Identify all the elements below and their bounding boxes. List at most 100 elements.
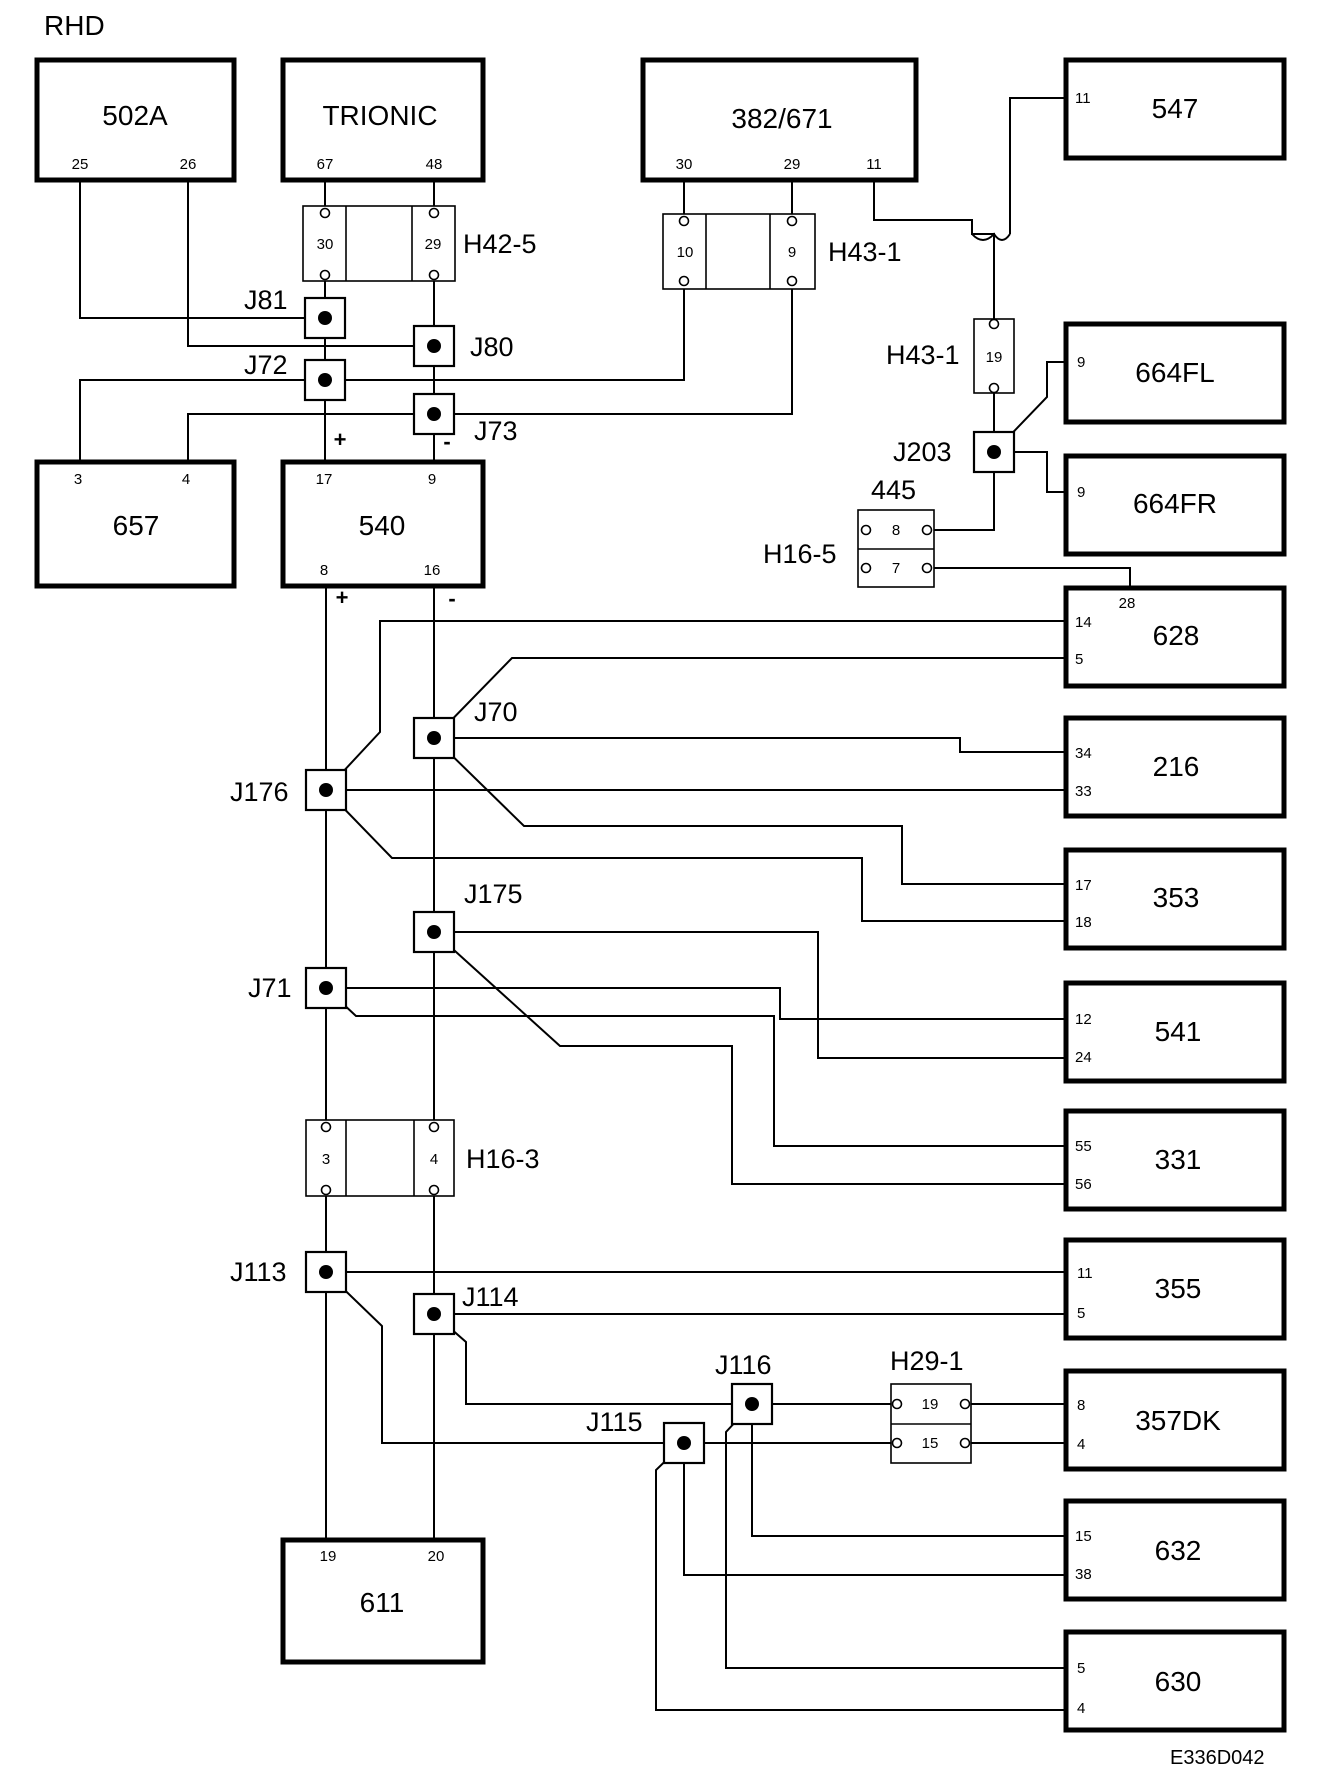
- component-label: 547: [1152, 93, 1199, 124]
- wire-j115-632-38: [683, 1443, 1066, 1576]
- component-label: 357DK: [1135, 1405, 1221, 1436]
- wire-h43-9-j73: [434, 281, 793, 415]
- connector-h16-3: 3 4 H16-3: [305, 1119, 540, 1197]
- junction-j81: J81: [244, 285, 347, 340]
- wire-547-11: [1009, 97, 1066, 234]
- pin-label: 8: [1077, 1397, 1085, 1414]
- wire-j71-541-12: [326, 987, 1066, 1020]
- pin-label: 11: [1077, 1265, 1093, 1282]
- connector-label: H43-1: [886, 340, 960, 370]
- pin-label: 25: [72, 156, 89, 173]
- pin-label: 10: [677, 244, 694, 261]
- component-label: 355: [1155, 1273, 1202, 1304]
- junction-j73: J73: [412, 392, 518, 446]
- junction-label: J175: [464, 879, 523, 909]
- junction-j203: J203: [893, 430, 1016, 474]
- connector-h43-1-top: 10 9 H43-1: [662, 213, 902, 290]
- polarity-minus-540-in: -: [443, 429, 450, 454]
- pin-label: 19: [922, 1396, 939, 1413]
- pin-label: 33: [1075, 783, 1092, 800]
- wire-j175-541-24: [434, 931, 1066, 1059]
- wire-j203-664fr: [994, 451, 1066, 493]
- pin-label: 4: [430, 1151, 438, 1168]
- wire-j70-216-34: [434, 737, 1066, 753]
- pin-label: 7: [892, 560, 900, 577]
- component-label: 353: [1153, 882, 1200, 913]
- pin-label: 55: [1075, 1138, 1092, 1155]
- pin-label: 20: [428, 1548, 445, 1565]
- component-label: 664FL: [1135, 357, 1214, 388]
- component-label: 502A: [102, 100, 168, 131]
- junction-label: J113: [230, 1257, 287, 1287]
- wire-j203-h16-5-8: [927, 466, 995, 531]
- pin-label: 24: [1075, 1049, 1092, 1066]
- component-331: 331 55 56: [1063, 1108, 1287, 1212]
- component-541: 541 12 24: [1063, 980, 1287, 1084]
- component-355: 355 11 5: [1063, 1237, 1287, 1341]
- wire-502a-26-j80: [187, 175, 434, 347]
- connector-label: H29-1: [890, 1346, 964, 1376]
- component-628: 628 28 14 5: [1063, 585, 1287, 689]
- connector-h16-5: 8 7 445 H16-5: [763, 475, 935, 588]
- wire-crossover-arc: [971, 232, 1011, 241]
- pin-label: 38: [1075, 1566, 1092, 1583]
- component-382-671: 382/671 30 29 11: [640, 57, 919, 183]
- pin-label: 9: [1077, 484, 1085, 501]
- component-664fl: 664FL 9: [1063, 321, 1287, 425]
- wire-382-11: [873, 175, 995, 324]
- junction-label: J73: [474, 416, 518, 446]
- pin-label: 11: [1075, 90, 1091, 107]
- component-216: 216 34 33: [1063, 715, 1287, 819]
- wire-j176-628-14: [325, 620, 1066, 791]
- corner-label: RHD: [44, 10, 105, 41]
- component-label: 611: [360, 1587, 405, 1618]
- wire-j70-353-17: [433, 737, 1066, 885]
- connector-sublabel: 445: [871, 475, 916, 505]
- wire-h43-10-j72: [326, 281, 685, 381]
- polarity-plus-540-in: +: [334, 427, 347, 452]
- wire-j73-657-4: [187, 413, 434, 462]
- pin-label: 15: [1075, 1528, 1092, 1545]
- pin-label: 67: [317, 156, 334, 173]
- component-label: 382/671: [731, 103, 832, 134]
- pin-label: 14: [1075, 614, 1092, 631]
- pin-label: 9: [428, 471, 436, 488]
- wire-j113-j115: [325, 1271, 684, 1444]
- junction-label: J81: [244, 285, 288, 315]
- junction-j80: J80: [412, 324, 514, 368]
- polarity-plus-540-out: +: [336, 585, 349, 610]
- component-547: 547 11: [1063, 57, 1287, 161]
- pin-label: 56: [1075, 1176, 1092, 1193]
- pin-label: 9: [1077, 354, 1085, 371]
- pin-label: 15: [922, 1435, 939, 1452]
- component-label: 630: [1155, 1666, 1202, 1697]
- pin-label: 5: [1077, 1660, 1085, 1677]
- component-label: 331: [1155, 1144, 1202, 1175]
- pin-label: 30: [317, 236, 334, 253]
- connector-label: H16-5: [763, 539, 837, 569]
- component-label: 657: [113, 510, 160, 541]
- component-label: 540: [359, 510, 406, 541]
- junction-label: J114: [462, 1282, 519, 1312]
- component-trionic: TRIONIC 67 48: [280, 57, 486, 183]
- figure-code: E336D042: [1170, 1747, 1265, 1769]
- junction-j115: J115: [586, 1407, 706, 1465]
- component-502a: 502A 25 26: [34, 57, 237, 183]
- component-label: 216: [1153, 751, 1200, 782]
- component-611: 611 19 20: [280, 1537, 486, 1665]
- junction-j72: J72: [244, 350, 347, 402]
- pin-label: 8: [892, 522, 900, 539]
- pin-label: 19: [320, 1548, 337, 1565]
- pin-label: 17: [1075, 877, 1092, 894]
- junction-label: J203: [893, 437, 952, 467]
- pin-label: 18: [1075, 914, 1092, 931]
- wire-j72-657-3: [79, 379, 326, 462]
- wire-j176-353-18: [325, 789, 1066, 922]
- wires: [79, 97, 1131, 1711]
- pin-label: 4: [1077, 1436, 1085, 1453]
- pin-label: 4: [1077, 1700, 1085, 1717]
- component-353: 353 17 18: [1063, 847, 1287, 951]
- connector-h42-5: 30 29 H42-5: [302, 205, 537, 282]
- pin-label: 11: [866, 156, 882, 173]
- junction-label: J70: [474, 697, 518, 727]
